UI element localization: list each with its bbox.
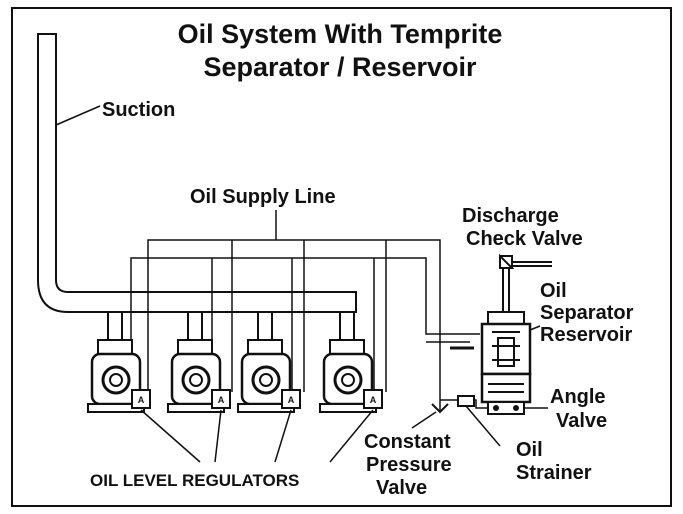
diagram-title-line2: Separator / Reservoir [203, 52, 477, 82]
regulator-badge: A [138, 395, 145, 405]
discharge-check-valve-label-1: Discharge [462, 205, 559, 227]
oil-level-regulator-4: A [363, 389, 383, 409]
regulator-badge: A [218, 395, 225, 405]
angle-valve: Angle Valve [487, 386, 607, 432]
suction-label: Suction [102, 99, 175, 121]
angle-valve-label-2: Valve [556, 410, 607, 432]
oil-level-regulator-3: A [281, 389, 301, 409]
compressor-1 [87, 339, 145, 413]
oil-supply-line-label: Oil Supply Line [190, 186, 336, 208]
constant-pressure-valve-label-1: Constant [364, 431, 451, 453]
oil-level-regulator-1: A [131, 389, 151, 409]
oil-level-regulator-2: A [211, 389, 231, 409]
discharge-check-valve-label-2: Check Valve [466, 228, 583, 250]
regulator-badge: A [370, 395, 377, 405]
constant-pressure-valve-label-3: Valve [376, 477, 427, 499]
regulators-bracket [140, 409, 374, 463]
constant-pressure-valve-label-2: Pressure [366, 454, 452, 476]
oil-separator-reservoir-label-1: Oil [540, 280, 567, 302]
constant-pressure-valve: Constant Pressure Valve [364, 403, 452, 499]
oil-separator-reservoir-label-3: Reservoir [540, 324, 632, 346]
diagram-title-line1: Oil System With Temprite [178, 19, 503, 49]
oil-strainer-label-1: Oil [516, 439, 543, 461]
oil-separator-reservoir: Oil Separator Reservoir [480, 280, 634, 404]
discharge-check-valve: Discharge Check Valve [462, 205, 583, 312]
diagram-frame [11, 7, 672, 507]
oil-strainer: Oil Strainer [457, 395, 592, 484]
angle-valve-label-1: Angle [550, 386, 606, 408]
compressor-2 [167, 339, 225, 413]
oil-level-regulators-label: OIL LEVEL REGULATORS [90, 471, 299, 490]
compressor-4 [319, 339, 377, 413]
suction-risers [107, 312, 355, 340]
regulator-badge: A [288, 395, 295, 405]
oil-strainer-label-2: Strainer [516, 462, 592, 484]
suction-line [37, 33, 357, 313]
oil-separator-reservoir-label-2: Separator [540, 302, 634, 324]
compressor-3 [237, 339, 295, 413]
suction-label-group: Suction [55, 99, 175, 126]
